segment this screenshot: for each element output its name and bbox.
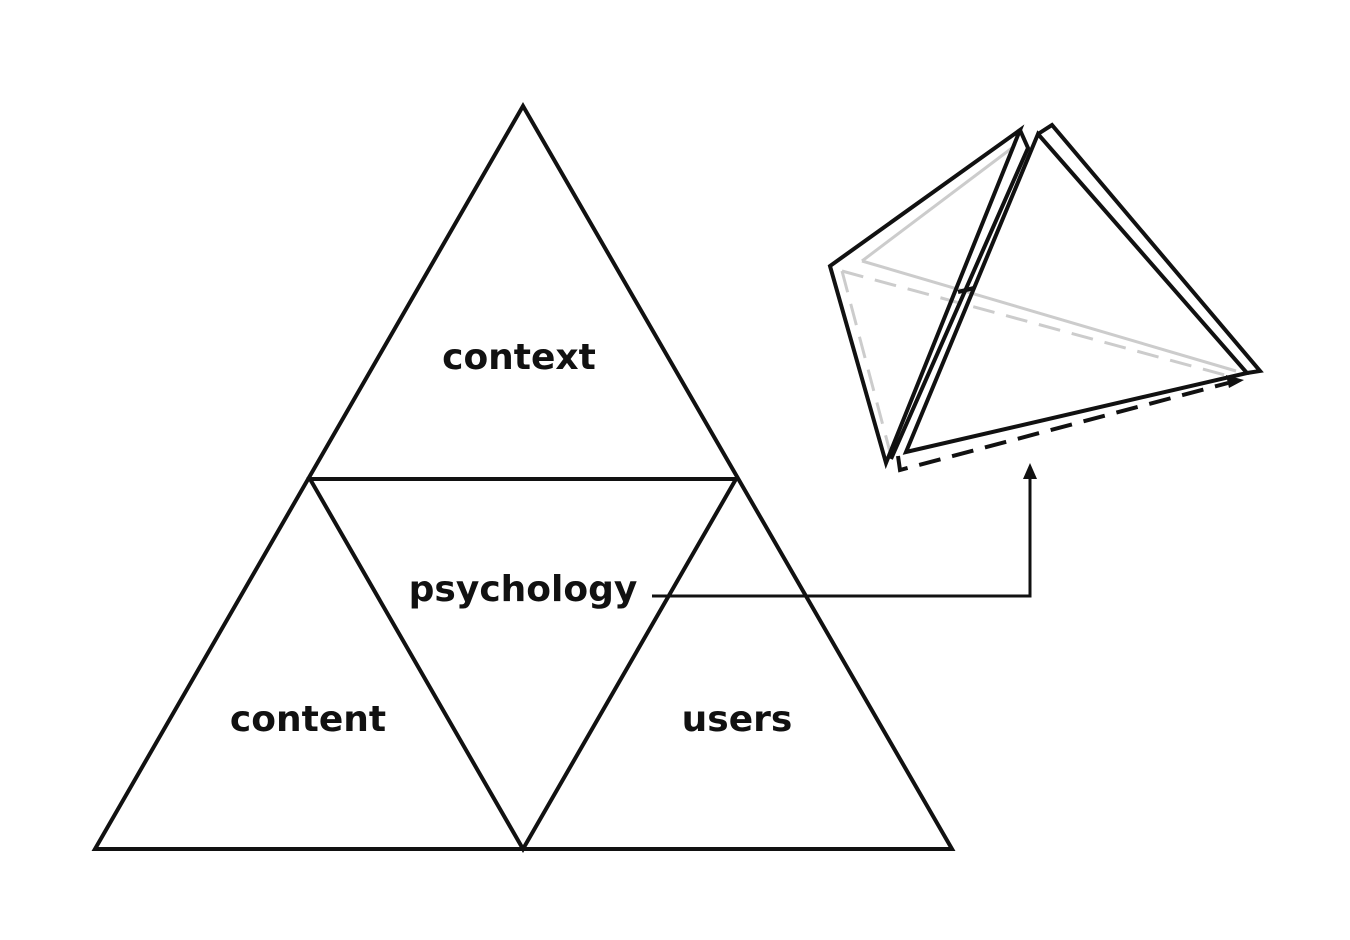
right-flap-edge bbox=[1036, 122, 1264, 375]
bottom-fold bbox=[896, 375, 1244, 473]
hidden-dashed-edge-vertical bbox=[840, 270, 892, 453]
bottom-dashed-edge bbox=[896, 381, 1229, 473]
connector-arrow bbox=[652, 463, 1037, 598]
arrow-head-icon bbox=[1023, 463, 1037, 479]
connector-line bbox=[652, 478, 1032, 598]
pyramid-net bbox=[91, 101, 956, 854]
label-psychology: psychology bbox=[409, 569, 638, 610]
left-flap bbox=[827, 124, 1025, 470]
label-users: users bbox=[682, 699, 793, 740]
label-content: content bbox=[230, 699, 386, 740]
label-context: context bbox=[442, 337, 596, 378]
visible-faces bbox=[827, 122, 1264, 470]
hidden-edges bbox=[840, 146, 1237, 453]
ridge-strip bbox=[889, 129, 1031, 460]
front-face bbox=[902, 130, 1251, 455]
folded-pyramid bbox=[827, 122, 1264, 473]
fold-arrow-icon bbox=[1226, 375, 1244, 388]
net-inner-triangle bbox=[306, 477, 740, 854]
